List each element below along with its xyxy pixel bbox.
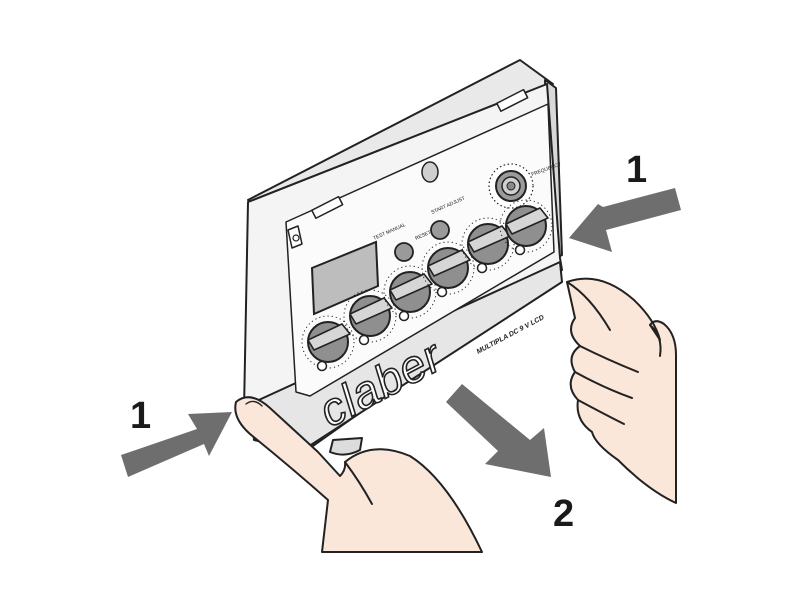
frequency-knob (488, 163, 534, 209)
arrow-pull-out (446, 384, 551, 477)
station-dial (343, 289, 397, 346)
push-buttons (394, 220, 450, 262)
housing-foot (329, 437, 363, 456)
top-clip-right (496, 88, 529, 113)
station-dial (421, 241, 475, 298)
right-index-finger (566, 281, 611, 331)
right-thumb (649, 324, 662, 357)
test-manual-button (394, 242, 414, 262)
left-hand (234, 396, 483, 553)
arrow-squeeze-right (569, 188, 681, 252)
station-dial (383, 265, 437, 322)
step-label-squeeze-right: 1 (626, 149, 647, 191)
left-hand-index-finger (234, 396, 483, 553)
step-label-pull-out: 2 (553, 493, 574, 535)
station-dial (499, 199, 553, 256)
left-thumb (344, 461, 373, 505)
station-dial (301, 315, 355, 372)
arrow-squeeze-left (121, 412, 232, 477)
top-clip-left (311, 195, 344, 220)
right-hand-palm (566, 277, 677, 504)
hanging-hole (421, 161, 439, 183)
step-label-squeeze-left: 1 (130, 395, 151, 437)
lcd-display (310, 240, 380, 316)
station-dial (461, 217, 515, 274)
right-hand (566, 277, 677, 504)
instruction-arrows (121, 188, 681, 477)
station-dials (301, 199, 553, 372)
reset-button (430, 220, 450, 240)
